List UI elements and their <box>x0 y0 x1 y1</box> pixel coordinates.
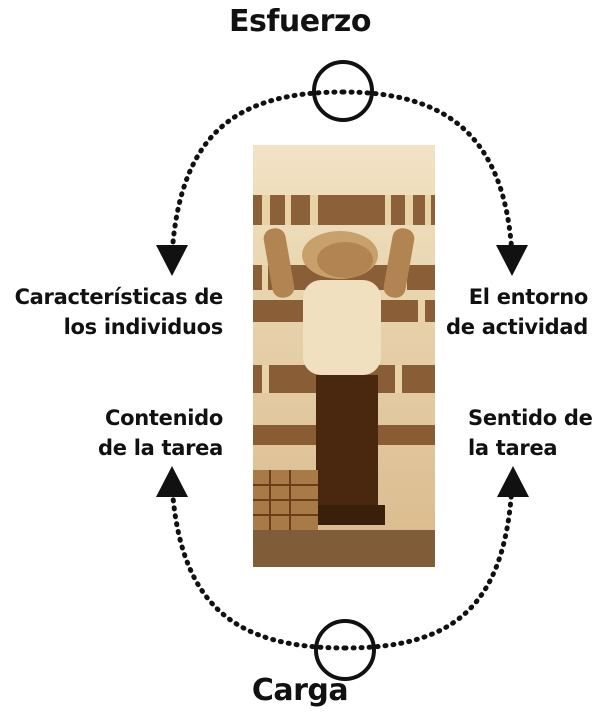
label-entorno-line1: El entorno <box>468 285 589 309</box>
arrow-down-left <box>156 245 188 276</box>
worker-photo <box>253 145 435 567</box>
label-sentido-line1: Sentido de <box>468 406 593 430</box>
label-caracteristicas-line1: Características de <box>14 285 224 309</box>
label-contenido: Contenido de la tarea <box>98 403 223 463</box>
label-caracteristicas-line2: los individuos <box>63 315 224 339</box>
arrow-up-right <box>497 466 529 497</box>
node-circle-bottom <box>314 619 376 681</box>
label-entorno-line2: de actividad <box>446 315 588 339</box>
label-contenido-line2: de la tarea <box>98 436 223 460</box>
label-sentido: Sentido de la tarea <box>468 403 593 463</box>
arrow-down-right <box>496 245 528 276</box>
arc-top-left <box>169 89 346 258</box>
label-contenido-line1: Contenido <box>105 406 223 430</box>
label-sentido-line2: la tarea <box>468 436 558 460</box>
arc-bottom-left <box>169 482 348 651</box>
title-esfuerzo: Esfuerzo <box>229 4 371 39</box>
label-entorno: El entorno de actividad <box>446 282 588 342</box>
title-carga: Carga <box>251 673 349 708</box>
node-circle-top <box>312 60 374 122</box>
arc-bottom-right <box>342 482 515 651</box>
arrow-up-left <box>156 466 188 497</box>
arc-top-right <box>340 89 515 258</box>
label-caracteristicas: Características de los individuos <box>14 282 224 342</box>
